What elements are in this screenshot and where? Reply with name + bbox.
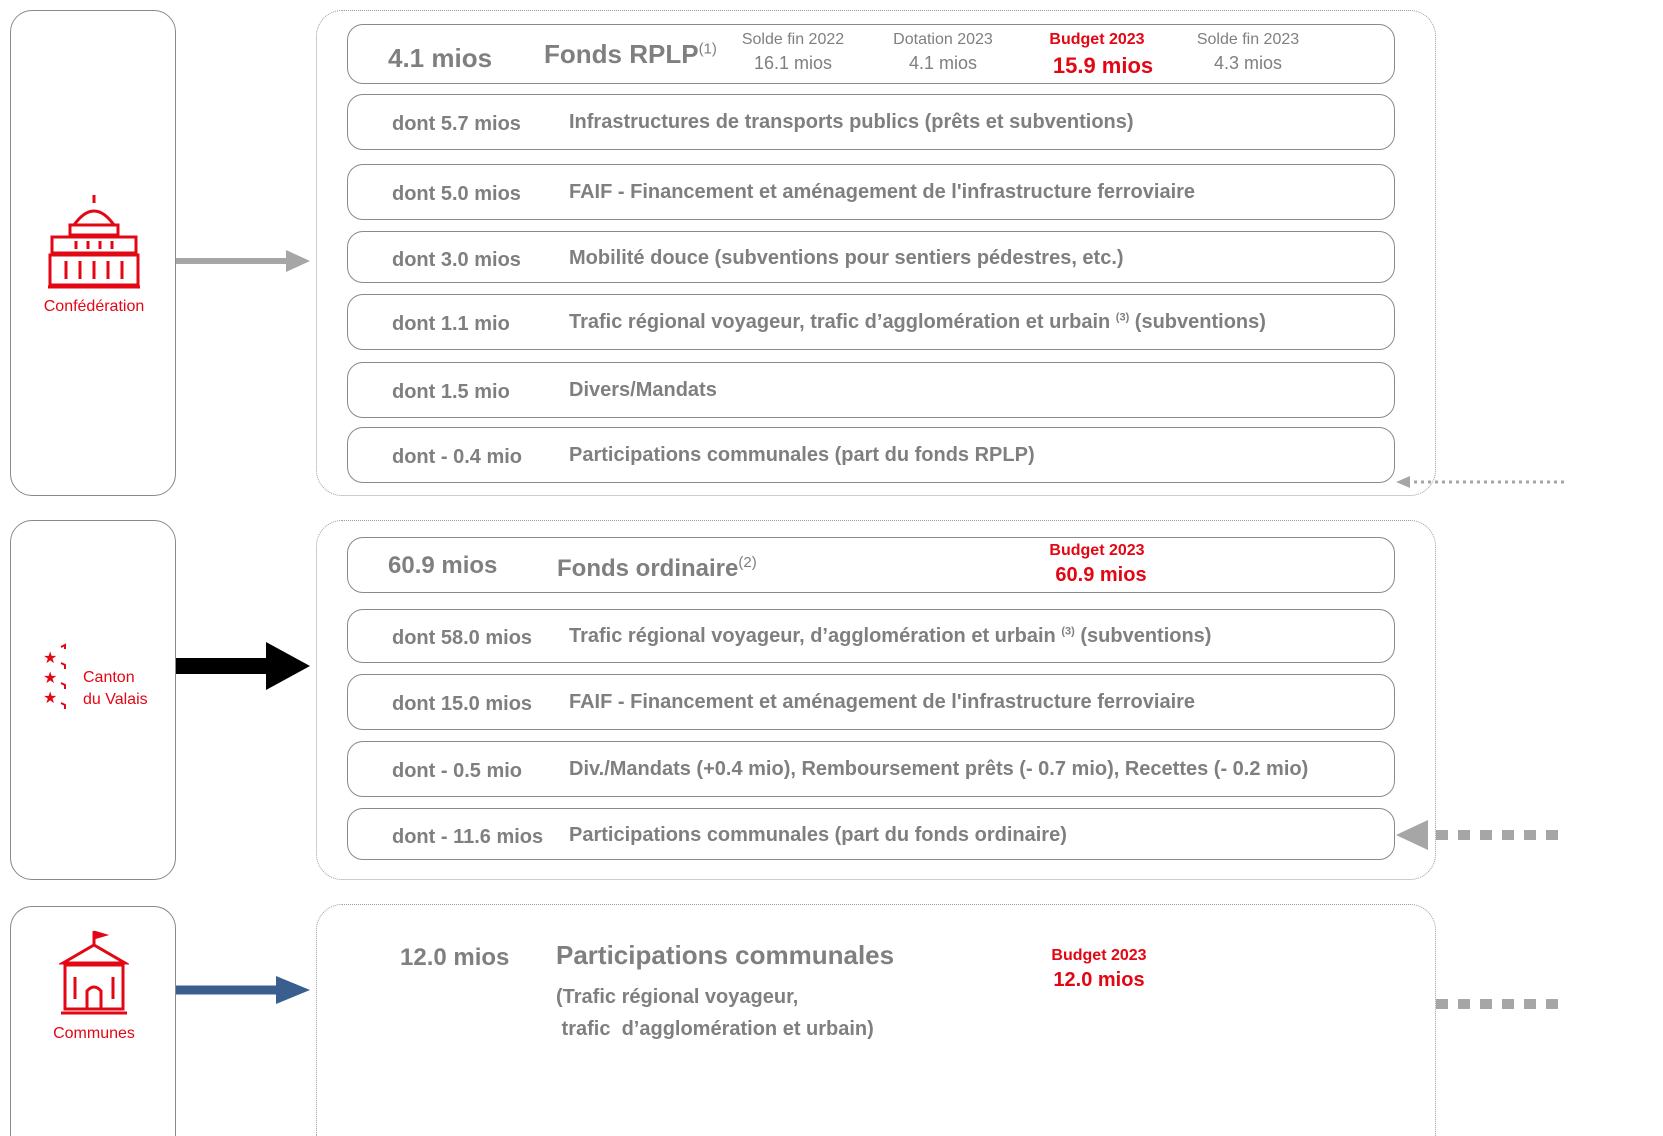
row-description: FAIF - Financement et aménagement de l'i… [569,691,1196,713]
row-amount: dont 1.5 mio [392,381,510,403]
communes-dotted-line [1436,999,1566,1009]
ordinary-budget-label: Budget 2023 [1049,542,1145,559]
row-description: Div./Mandats (+0.4 mio), Remboursement p… [569,758,1309,780]
communes-amount: 12.0 mios [400,944,510,971]
ordinary-row-regional-traffic: dont 58.0 mios Trafic régional voyageur,… [347,609,1395,663]
confederation-box: Confédération [10,10,176,496]
balance-2022-value: 16.1 mios [753,53,833,73]
communes-subtitle-line2: trafic d’agglomération et urbain) [556,1018,874,1040]
ordinary-dotted-arrow [1396,820,1566,850]
ordinary-row-misc: dont - 0.5 mio Div./Mandats (+0.4 mio), … [347,741,1395,797]
rplp-group [316,10,1436,496]
row-amount: dont - 0.5 mio [392,760,522,782]
row-description: Trafic régional voyageur, trafic d’agglo… [569,311,1266,334]
allocation-2023-label: Dotation 2023 [893,31,993,48]
row-description-tail: (subventions) [1129,311,1266,333]
row-amount: dont 1.1 mio [392,313,510,335]
row-description: FAIF - Financement et aménagement de l'i… [569,181,1196,203]
balance-2023-value: 4.3 mios [1213,53,1283,73]
canton-label-line1: Canton [83,669,135,686]
svg-text:★: ★ [43,688,57,707]
communes-label: Communes [53,1025,135,1042]
rplp-dotted-arrow [1396,476,1566,488]
row-description: Divers/Mandats [569,379,717,401]
rplp-amount: 4.1 mios [388,43,493,73]
row-amount: dont - 11.6 mios [392,826,544,848]
ordinary-amount: 60.9 mios [388,552,498,579]
valais-stars-icon: ★ ★ ★ [43,643,66,709]
ordinary-row-communal-share: dont - 11.6 mios Participations communal… [347,808,1395,860]
row-amount: dont 3.0 mios [392,249,521,271]
rplp-row-communal-share: dont - 0.4 mio Participations communales… [347,427,1395,483]
row-description-tail: (subventions) [1074,625,1212,647]
svg-text:★: ★ [43,668,57,687]
row-amount: dont 5.0 mios [392,183,521,205]
ordinary-title: Fonds ordinaire(2) [557,554,757,583]
row-note: (3) [1061,625,1075,638]
row-description: Participations communales (part du fonds… [569,444,1035,466]
canton-box: ★ ★ ★ Canton du Valais [10,520,176,880]
communes-group [316,904,1436,1136]
rplp-row-misc: dont 1.5 mio Divers/Mandats [347,362,1395,418]
communes-box: Communes [10,906,176,1136]
row-amount: dont 5.7 mios [392,113,521,135]
rplp-budget-value: 15.9 mios [1052,53,1154,78]
communes-budget-value: 12.0 mios [1053,969,1145,991]
row-description: Participations communales (part du fonds… [569,824,1067,846]
allocation-2023-value: 4.1 mios [908,53,978,73]
federal-palace-icon [48,195,140,289]
row-amount: dont 15.0 mios [392,693,533,715]
rplp-budget-label: Budget 2023 [1049,31,1145,48]
ordinary-budget-value: 60.9 mios [1055,564,1147,586]
ordinary-title-text: Fonds ordinaire [557,555,739,582]
ordinary-title-note: (2) [738,554,757,571]
rplp-row-soft-mobility: dont 3.0 mios Mobilité douce (subvention… [347,231,1395,283]
row-description-main: Trafic régional voyageur, trafic d’agglo… [569,311,1116,333]
row-description: Infrastructures de transports publics (p… [569,111,1134,133]
rplp-header-row: 4.1 mios Fonds RPLP(1) Solde fin 2022 16… [347,24,1395,84]
communes-subtitle-line1: (Trafic régional voyageur, [556,986,799,1008]
communes-title: Participations communales [556,940,895,970]
row-description-main: Trafic régional voyageur, d’agglomératio… [569,625,1062,647]
rplp-title-note: (1) [698,40,717,58]
canton-label: Canton du Valais [83,667,148,711]
rplp-title-text: Fonds RPLP [544,39,699,69]
svg-text:★: ★ [43,648,57,667]
canton-arrow [176,642,310,690]
rplp-row-faif: dont 5.0 mios FAIF - Financement et amén… [347,164,1395,220]
ordinary-header-row: 60.9 mios Fonds ordinaire(2) Budget 2023… [347,537,1395,593]
rplp-row-regional-traffic: dont 1.1 mio Trafic régional voyageur, t… [347,294,1395,350]
row-note: (3) [1115,311,1130,324]
balance-2023-label: Solde fin 2023 [1196,31,1300,48]
communes-arrow [176,976,310,1004]
rplp-title: Fonds RPLP(1) [544,39,717,70]
communes-budget-label: Budget 2023 [1051,947,1147,964]
ordinary-row-faif: dont 15.0 mios FAIF - Financement et amé… [347,674,1395,730]
confederation-label: Confédération [43,298,145,315]
canton-label-line2: du Valais [83,691,148,708]
ordinary-fund-group [316,520,1436,880]
town-hall-icon [59,930,129,1015]
balance-2022-label: Solde fin 2022 [741,31,845,48]
row-amount: dont - 0.4 mio [392,446,522,468]
row-description: Mobilité douce (subventions pour sentier… [569,247,1124,269]
confederation-arrow [176,250,310,272]
rplp-row-transport-infra: dont 5.7 mios Infrastructures de transpo… [347,94,1395,150]
row-description: Trafic régional voyageur, d’agglomératio… [569,625,1211,648]
row-amount: dont 58.0 mios [392,627,533,649]
